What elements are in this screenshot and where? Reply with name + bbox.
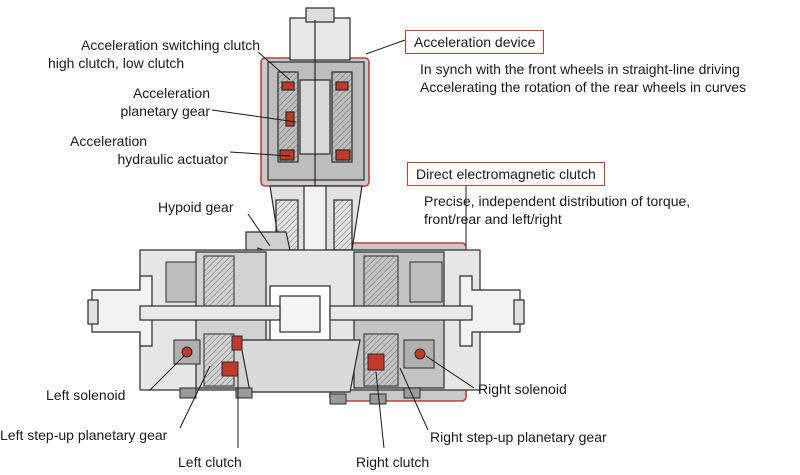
label-left-solenoid: Left solenoid bbox=[46, 387, 126, 403]
label-accel-switching-clutch: Acceleration switching clutch high clutc… bbox=[40, 36, 260, 72]
label-left-clutch: Left clutch bbox=[178, 454, 242, 470]
label-line: high clutch, low clutch bbox=[48, 55, 185, 71]
right-axle-shaft bbox=[329, 275, 525, 347]
callout-line: front/rear and left/right bbox=[424, 211, 562, 227]
label-accel-planetary-gear: Acceleration planetary gear bbox=[70, 84, 210, 120]
label-accel-hydraulic-actuator: Acceleration hydraulic actuator bbox=[60, 132, 228, 168]
callout-direct-clutch-title: Direct electromagnetic clutch bbox=[407, 162, 605, 186]
label-line: planetary gear bbox=[120, 103, 210, 119]
housing-bolts bbox=[179, 387, 421, 405]
label-hypoid-gear: Hypoid gear bbox=[158, 199, 234, 215]
label-line: hydraulic actuator bbox=[117, 151, 228, 167]
callout-acceleration-device-desc: In synch with the front wheels in straig… bbox=[420, 60, 746, 96]
left-clutch-pack bbox=[165, 255, 243, 387]
acceleration-housing bbox=[267, 7, 365, 240]
callout-direct-clutch-desc: Precise, independent distribution of tor… bbox=[424, 192, 690, 228]
label-line: Acceleration bbox=[70, 133, 148, 149]
callout-line: In synch with the front wheels in straig… bbox=[420, 61, 740, 77]
left-axle-shaft bbox=[87, 275, 281, 347]
label-right-solenoid: Right solenoid bbox=[478, 381, 567, 397]
callout-line: Precise, independent distribution of tor… bbox=[424, 193, 691, 209]
callout-line: Accelerating the rotation of the rear wh… bbox=[420, 79, 747, 95]
callout-acceleration-device-title: Acceleration device bbox=[405, 30, 545, 54]
label-line: Acceleration switching clutch bbox=[81, 37, 260, 53]
leader-lines bbox=[149, 39, 475, 449]
label-right-clutch: Right clutch bbox=[356, 454, 430, 470]
label-line: Acceleration bbox=[132, 85, 210, 101]
right-clutch-pack bbox=[363, 255, 443, 387]
label-right-stepup-planetary-gear: Right step-up planetary gear bbox=[430, 429, 607, 445]
label-left-stepup-planetary-gear: Left step-up planetary gear bbox=[0, 427, 168, 443]
